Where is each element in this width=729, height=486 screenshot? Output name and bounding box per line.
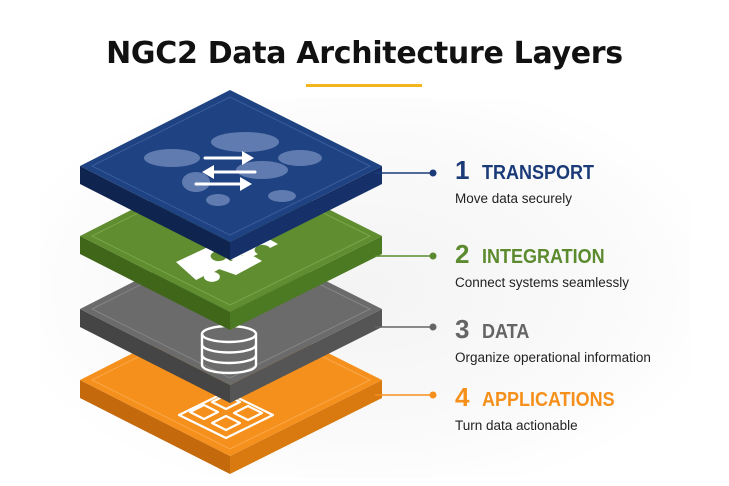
layer-label-applications: 4 APPLICATIONS Turn data actionable (455, 384, 630, 433)
layer-description: Organize operational information (455, 350, 651, 365)
layer-name: TRANSPORT (482, 162, 595, 184)
connector-dot-data (429, 323, 437, 331)
layer-description: Move data securely (455, 191, 573, 206)
layer-number: 2 (455, 239, 470, 269)
transfer-arrows-icon (194, 151, 257, 191)
connector-dot-integration (429, 252, 437, 260)
app-grid-icon (177, 390, 275, 440)
connector-dot-applications (429, 391, 437, 399)
connector-dot-transport (429, 169, 437, 177)
layer-label-data: 3 DATA Organize operational information (455, 316, 651, 365)
layer-name: INTEGRATION (482, 246, 606, 268)
page-title: NGC2 Data Architecture Layers (106, 36, 623, 71)
connector-lines (375, 169, 437, 399)
layer-label-transport: 1 TRANSPORT Move data securely (455, 157, 607, 206)
layer-number: 4 (455, 382, 470, 412)
layer-name: APPLICATIONS (482, 389, 616, 411)
layer-number: 1 (455, 155, 470, 185)
layer-description: Connect systems seamlessly (455, 275, 630, 290)
layer-number: 3 (455, 314, 470, 344)
layer-transport (80, 90, 382, 260)
layer-label-integration: 2 INTEGRATION Connect systems seamlessly (455, 241, 629, 290)
title-underline (306, 84, 422, 87)
world-map-icon (144, 132, 322, 206)
layer-description: Turn data actionable (455, 418, 578, 433)
layer-name: DATA (482, 321, 530, 343)
